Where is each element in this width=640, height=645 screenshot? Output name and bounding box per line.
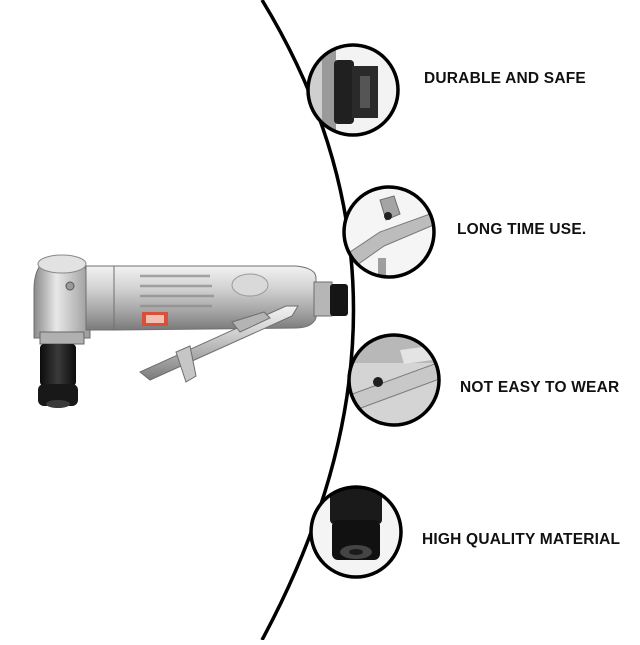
detail-circle-not-easy-to-wear [347,333,441,427]
die-grinder [33,254,348,408]
detail-circle-high-quality [309,485,403,579]
detail-circle-durable [306,43,400,137]
detail-circle-long-time-use [342,185,436,279]
feature-label-high-quality: HIGH QUALITY MATERIAL [422,531,621,548]
feature-label-not-easy-to-wear: NOT EASY TO WEAR [460,379,620,396]
feature-label-long-time-use: LONG TIME USE. [457,221,587,238]
feature-label-durable: DURABLE AND SAFE [424,70,586,87]
